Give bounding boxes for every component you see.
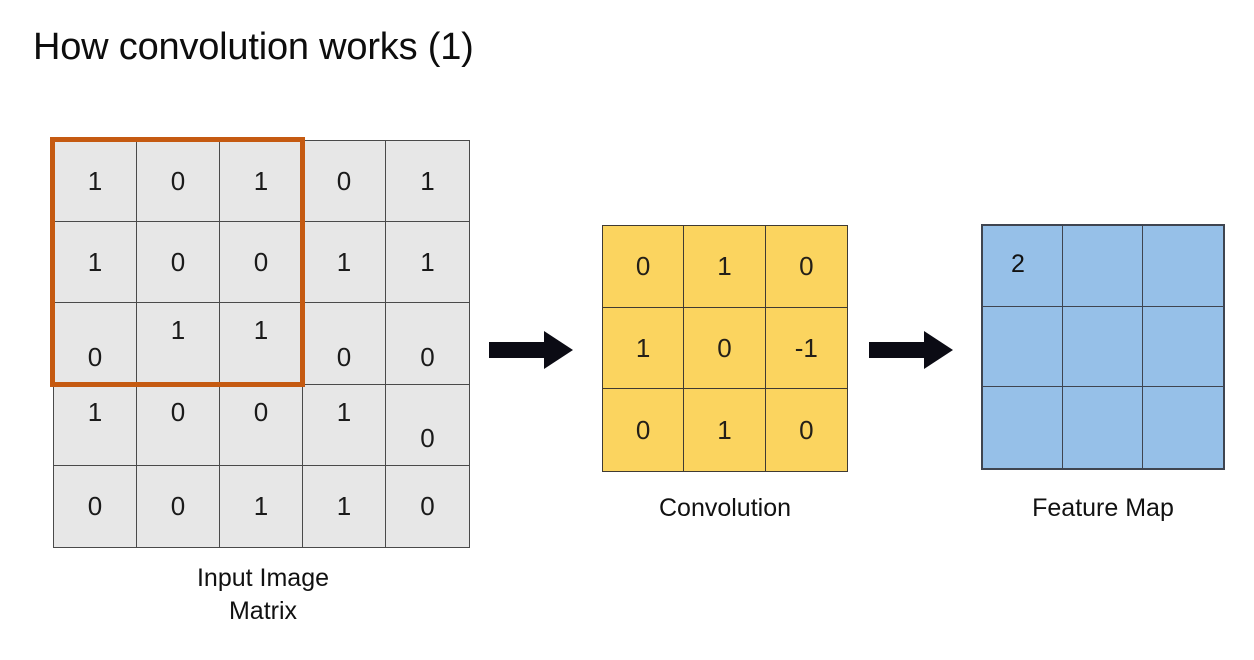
input-image-matrix-label: Input Image Matrix <box>196 564 330 625</box>
input-cell-r2c5: 1 <box>386 222 469 304</box>
kernel-cell-r3c3: 0 <box>765 389 847 471</box>
input-cell-r5c1: 0 <box>54 465 137 547</box>
kernel-cell-r3c1: 0 <box>603 389 685 471</box>
input-cell-r3c5: 0 <box>386 303 469 385</box>
feature-cell-r2c1 <box>983 306 1063 388</box>
feature-cell-r3c1 <box>983 387 1063 468</box>
kernel-cell-r1c1: 0 <box>603 226 685 308</box>
input-cell-r2c1: 1 <box>54 222 137 304</box>
input-cell-r2c4: 1 <box>303 222 386 304</box>
input-cell-r3c3: 1 <box>220 303 303 385</box>
feature-map-matrix: 2 <box>981 224 1225 470</box>
kernel-cell-r1c2: 1 <box>684 226 766 308</box>
convolution-kernel-matrix: 0 1 0 1 0 -1 0 1 0 <box>602 225 848 472</box>
input-cell-r1c3: 1 <box>220 141 303 223</box>
kernel-cell-r3c2: 1 <box>684 389 766 471</box>
input-cell-r4c4: 1 <box>303 384 386 466</box>
input-cell-r2c3: 0 <box>220 222 303 304</box>
input-cell-r4c5: 0 <box>386 384 469 466</box>
feature-cell-r2c3 <box>1143 306 1223 388</box>
input-cell-r2c2: 0 <box>137 222 220 304</box>
arrow-right-icon <box>869 327 953 373</box>
feature-cell-r1c1: 2 <box>983 226 1063 307</box>
input-cell-r3c1: 0 <box>54 303 137 385</box>
input-cell-r5c3: 1 <box>220 465 303 547</box>
input-cell-r1c2: 0 <box>137 141 220 223</box>
feature-cell-r3c2 <box>1063 387 1143 468</box>
kernel-cell-r2c2: 0 <box>684 307 766 390</box>
feature-map-label: Feature Map <box>1032 494 1174 522</box>
feature-cell-r3c3 <box>1143 387 1223 468</box>
kernel-cell-r2c3: -1 <box>765 307 847 390</box>
input-cell-r5c2: 0 <box>137 465 220 547</box>
feature-cell-r2c2 <box>1063 306 1143 388</box>
input-cell-r5c5: 0 <box>386 465 469 547</box>
kernel-cell-r2c1: 1 <box>603 307 685 390</box>
convolution-kernel-label: Convolution <box>658 494 792 522</box>
input-cell-r1c4: 0 <box>303 141 386 223</box>
feature-cell-r1c3 <box>1143 226 1223 307</box>
input-cell-r3c2: 1 <box>137 303 220 385</box>
arrow-right-icon <box>489 327 573 373</box>
input-cell-r1c1: 1 <box>54 141 137 223</box>
kernel-cell-r1c3: 0 <box>765 226 847 308</box>
input-cell-r5c4: 1 <box>303 465 386 547</box>
input-cell-r4c3: 0 <box>220 384 303 466</box>
input-cell-r3c4: 0 <box>303 303 386 385</box>
input-cell-r4c1: 1 <box>54 384 137 466</box>
input-cell-r1c5: 1 <box>386 141 469 223</box>
input-cell-r4c2: 0 <box>137 384 220 466</box>
feature-cell-r1c2 <box>1063 226 1143 307</box>
input-image-matrix: 1 0 1 0 1 1 0 0 1 1 0 1 1 0 0 1 0 0 1 0 … <box>53 140 470 548</box>
page-title: How convolution works (1) <box>33 26 474 68</box>
